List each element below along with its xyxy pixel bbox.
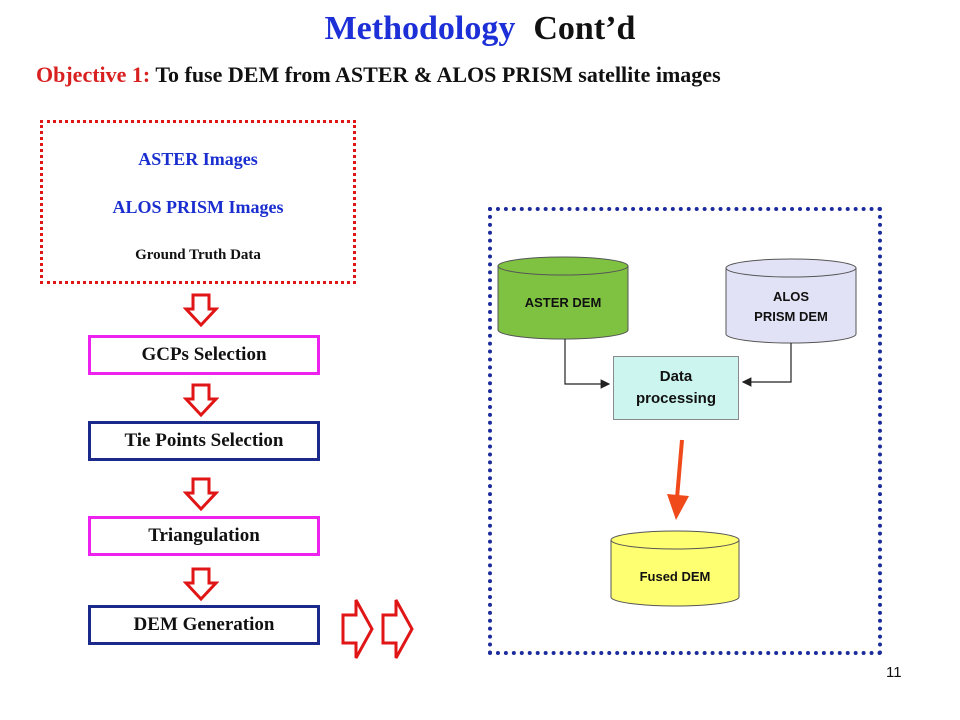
step-dem-generation: DEM Generation bbox=[88, 605, 320, 645]
down-arrow-icon bbox=[183, 477, 219, 511]
input-ground-truth-data: Ground Truth Data bbox=[135, 247, 261, 263]
input-aster-images: ASTER Images bbox=[138, 149, 258, 169]
objective-label: Objective 1: bbox=[36, 62, 151, 87]
aster-dem-label: ASTER DEM bbox=[524, 295, 602, 310]
down-arrow-icon bbox=[183, 383, 219, 417]
alos-prism-dem-cylinder bbox=[725, 258, 857, 344]
slide-title: Methodology Cont’d bbox=[0, 10, 960, 48]
aster-dem-cylinder bbox=[497, 256, 629, 340]
processing-to-fused-arrow bbox=[667, 439, 689, 520]
aster-to-processing-connector bbox=[564, 339, 611, 389]
down-arrow-icon bbox=[183, 567, 219, 601]
input-alos-prism-images: ALOS PRISM Images bbox=[112, 197, 284, 217]
objective-line: Objective 1: To fuse DEM from ASTER & AL… bbox=[36, 62, 721, 88]
down-arrow-icon bbox=[183, 293, 219, 327]
title-contd: Cont’d bbox=[533, 10, 636, 47]
data-processing-line2: processing bbox=[635, 390, 717, 407]
data-processing-line1: Data bbox=[659, 368, 693, 385]
step-triangulation: Triangulation bbox=[88, 516, 320, 556]
alos-dem-label-line1: ALOS bbox=[772, 289, 810, 304]
fused-dem-label: Fused DEM bbox=[639, 569, 711, 584]
right-arrow-icon bbox=[341, 599, 374, 659]
fused-dem-cylinder bbox=[610, 530, 740, 607]
right-arrow-icon bbox=[381, 599, 414, 659]
title-methodology: Methodology bbox=[324, 10, 516, 47]
input-data-box: ASTER Images ALOS PRISM Images Ground Tr… bbox=[40, 120, 356, 284]
alos-to-processing-connector bbox=[741, 343, 792, 387]
data-processing-box: Data processing bbox=[613, 356, 739, 420]
objective-text: To fuse DEM from ASTER & ALOS PRISM sate… bbox=[155, 62, 721, 87]
dem-fusion-panel bbox=[488, 207, 882, 655]
step-tie-points-selection: Tie Points Selection bbox=[88, 421, 320, 461]
alos-dem-label-line2: PRISM DEM bbox=[754, 309, 828, 324]
step-gcps-selection: GCPs Selection bbox=[88, 335, 320, 375]
page-number: 11 bbox=[886, 664, 902, 681]
